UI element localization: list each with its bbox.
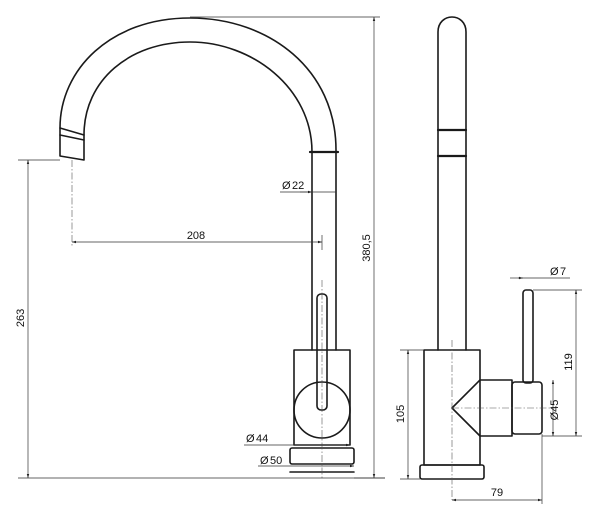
- dim-d-handle-symbol: Ø: [550, 266, 559, 278]
- dim-reach: 208: [187, 230, 205, 242]
- dim-h-handle: 119: [563, 353, 575, 371]
- side-lever: [522, 289, 534, 384]
- dim-d-base: 50: [270, 455, 282, 467]
- dim-height-total: 380,5: [361, 234, 373, 262]
- dim-d-spout: 22: [292, 180, 304, 192]
- dim-d-spout-symbol: Ø: [282, 180, 291, 192]
- dim-d-joint-label: Ø45: [549, 400, 561, 421]
- dim-d-handle: 7: [560, 266, 566, 278]
- front-view: 380,5 263 208 Ø 22 Ø 44 Ø 50: [15, 16, 385, 479]
- dim-depth-handle: 79: [491, 487, 503, 499]
- dim-d-base-symbol: Ø: [260, 455, 269, 467]
- aerator-band: [59, 134, 85, 141]
- dim-d-body-symbol: Ø: [246, 433, 255, 445]
- dim-d-body: 44: [256, 433, 268, 445]
- side-spout: [437, 16, 467, 351]
- spout-inner-curve: [83, 41, 313, 351]
- dim-h-body: 105: [395, 405, 407, 423]
- spout-outer-curve: [59, 17, 337, 351]
- dim-height-spout: 263: [15, 309, 27, 327]
- spout-aerator: [59, 127, 85, 161]
- side-view: Ø 7 119 Ø45 105 79: [395, 16, 582, 504]
